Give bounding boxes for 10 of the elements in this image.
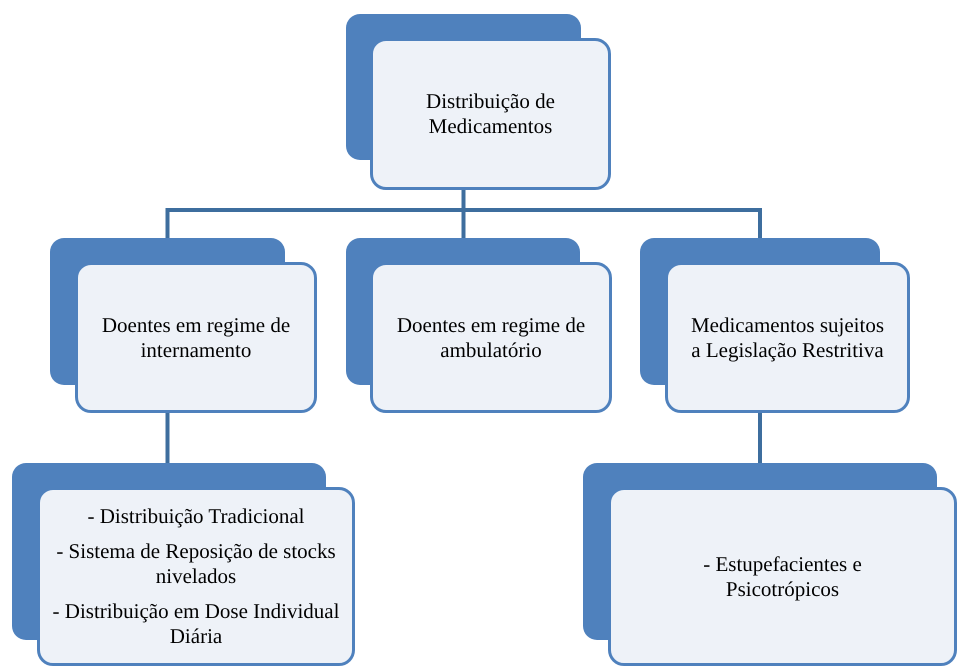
connector-line [758, 413, 762, 463]
node-label: - Distribuição Tradicional [88, 504, 304, 529]
node-label: - Estupefacientes e Psicotrópicos [702, 552, 863, 602]
node-label: - Sistema de Reposição de stocks nivelados [55, 539, 337, 589]
node-label: - Distribuição em Dose Individual Diária [52, 599, 340, 649]
node-label: Medicamentos sujeitos a Legislação Restritiva [690, 312, 886, 362]
node-label: Doentes em regime de ambulatório [396, 312, 586, 362]
node-label: Doentes em regime de internamento [100, 312, 292, 362]
node-label: Distribuição de Medicamentos [425, 89, 556, 139]
connector-line [166, 413, 170, 463]
